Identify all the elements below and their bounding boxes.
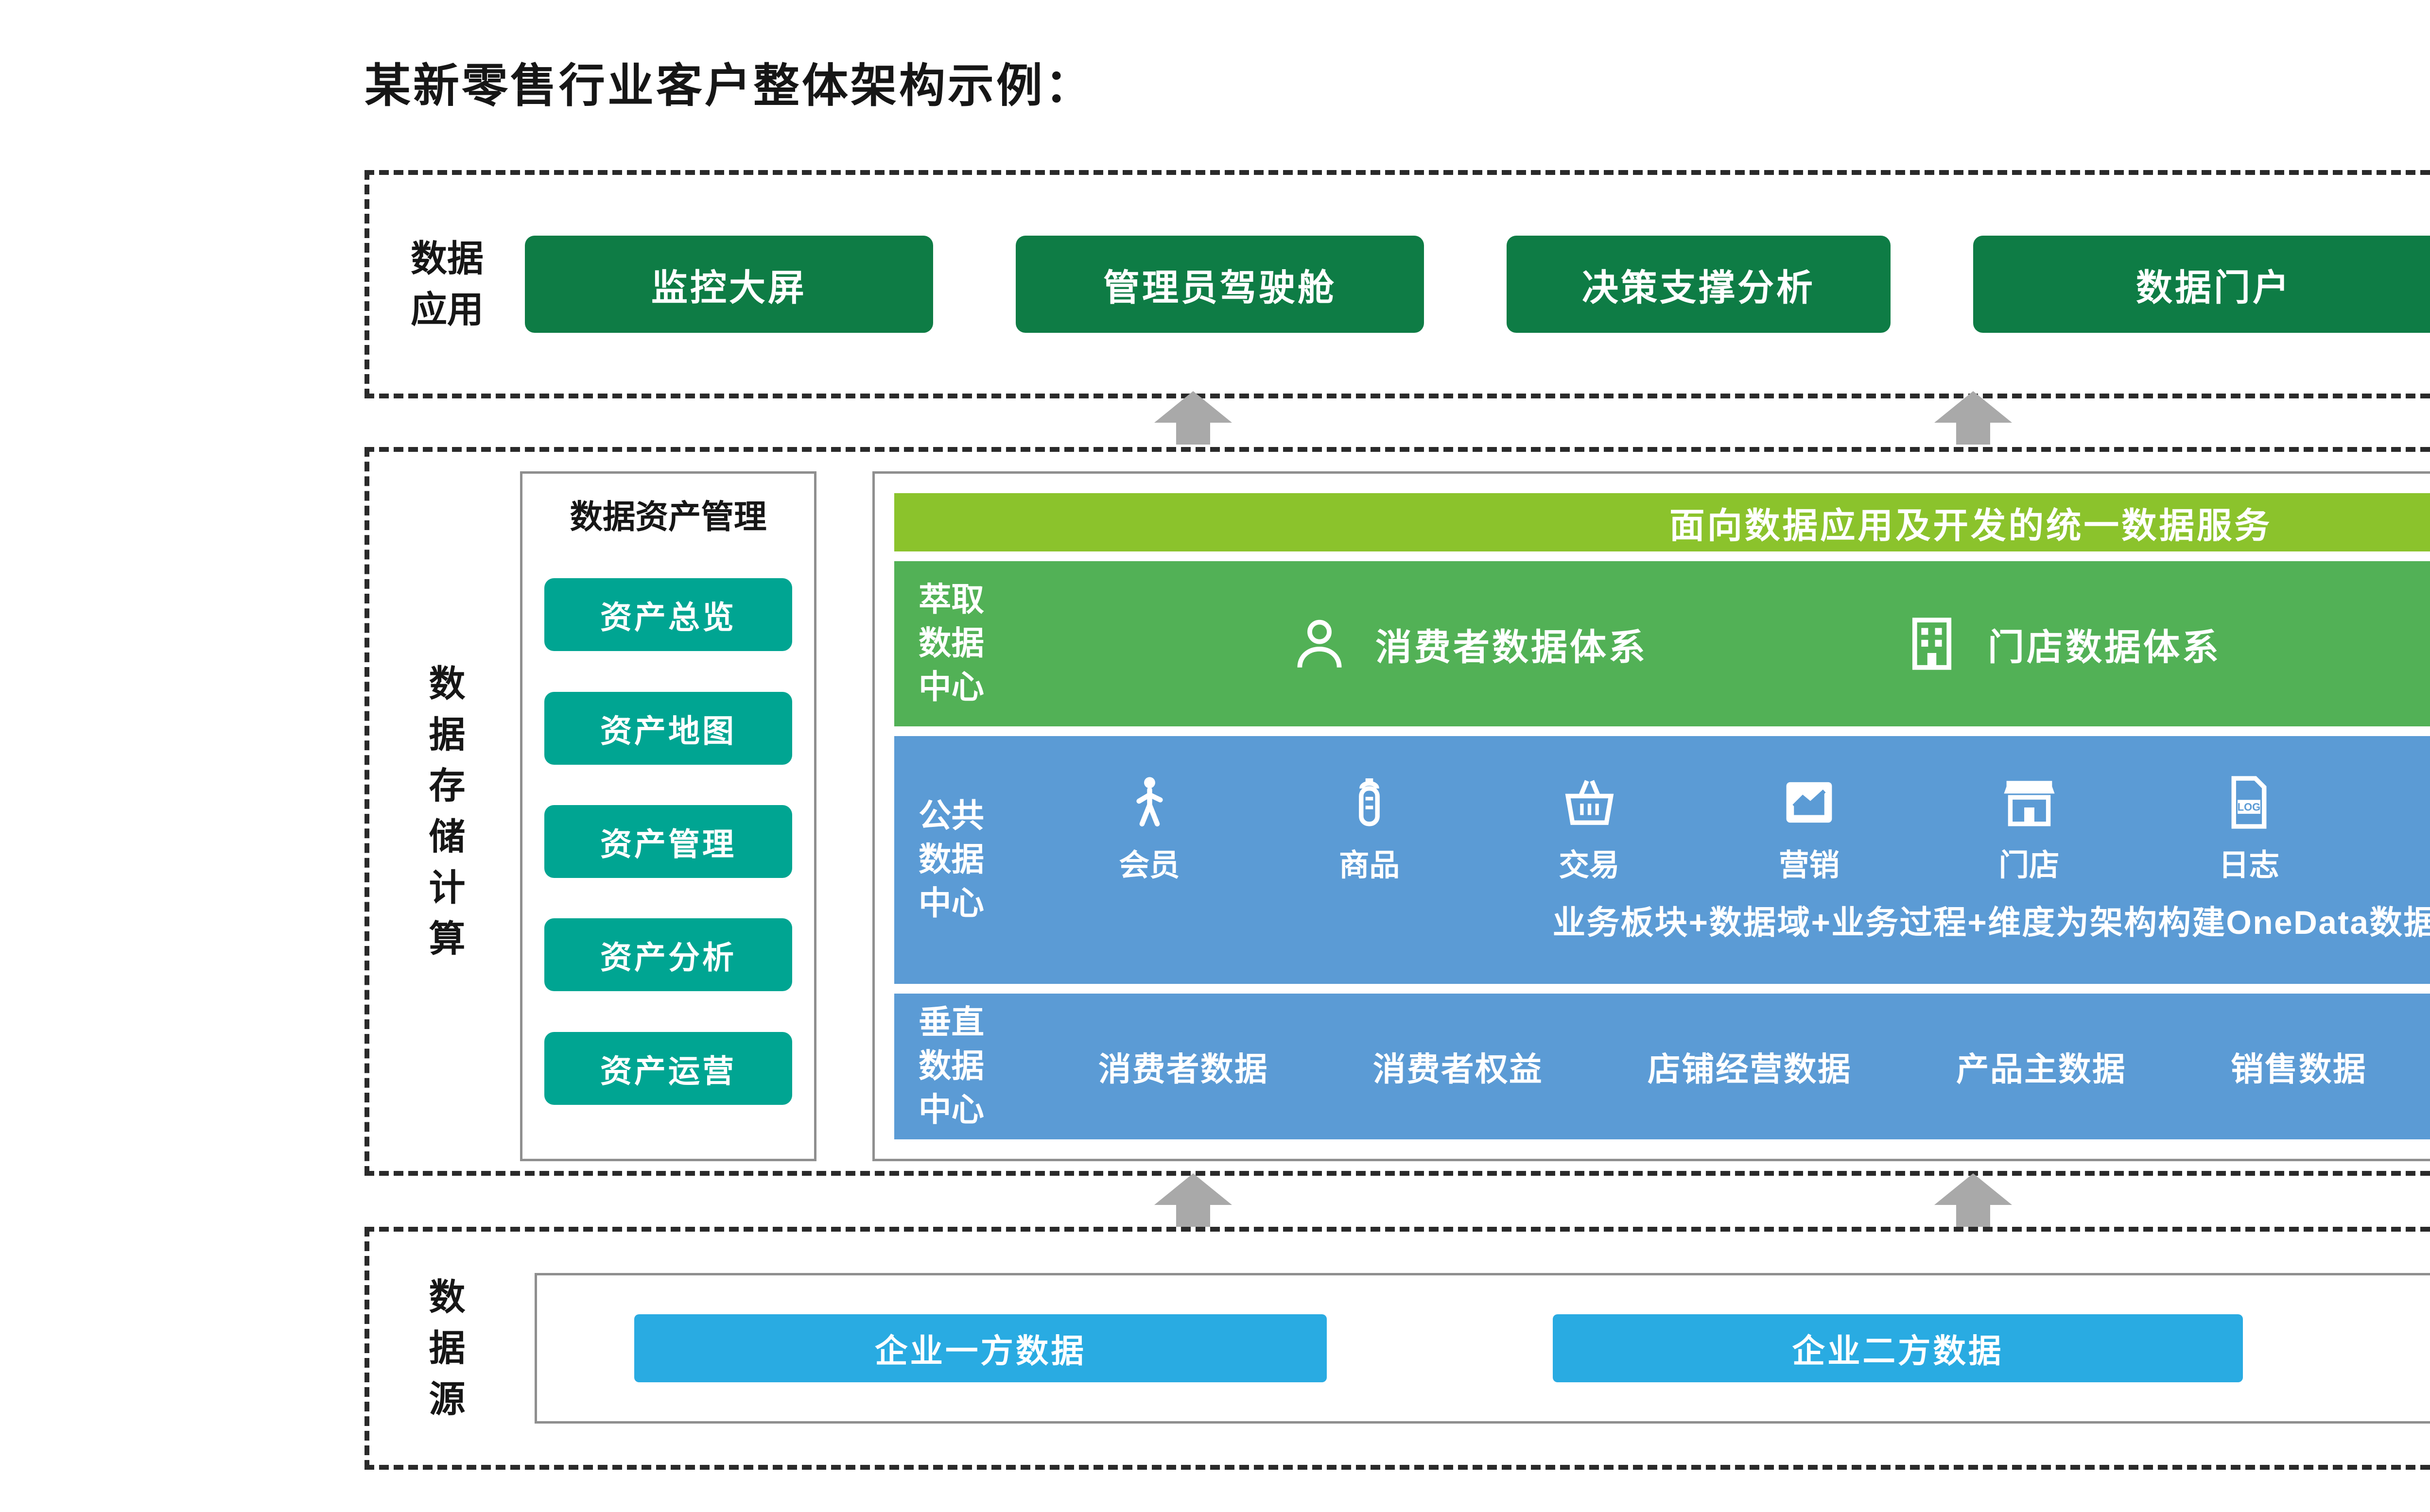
extract-center-label: 萃取 数据 中心 <box>919 582 985 705</box>
consumer-data-system: 消费者数据体系 <box>1288 612 1648 675</box>
layer-label-line: 数据 <box>410 238 484 279</box>
page-title: 某新零售行业客户整体架构示例： <box>364 60 1094 112</box>
app-button-data-portal: 数据门户 <box>1973 236 2430 333</box>
store-data-system: 门店数据体系 <box>1900 612 2221 675</box>
person-icon <box>1288 612 1351 675</box>
asset-operation-button: 资产运营 <box>544 1031 792 1105</box>
layer-label-data-storage-compute: 数 据 存 储 计 算 <box>389 658 505 964</box>
system-label: 消费者数据体系 <box>1375 626 1648 668</box>
onedata-caption: 业务板块+数据域+业务过程+维度为架构构建OneData数据体系 <box>1552 904 2430 941</box>
layer-label-char: 数 <box>429 1276 466 1318</box>
asset-panel-title: 数据资产管理 <box>570 499 767 535</box>
domain-label: 交易 <box>1559 848 1620 882</box>
domain-marketing: 营销 <box>1729 772 1890 884</box>
up-arrow-icon <box>1934 1173 2012 1227</box>
asset-map-button: 资产地图 <box>544 691 792 765</box>
layer-label-char: 据 <box>429 1327 466 1369</box>
layer-label-char: 计 <box>429 867 466 908</box>
app-button-monitoring-screen: 监控大屏 <box>525 236 933 333</box>
layer-label-char: 数 <box>429 663 466 704</box>
vertical-item-consumer-rights: 消费者权益 <box>1372 1051 1543 1088</box>
svg-text:LOG: LOG <box>2238 801 2260 813</box>
domain-log: LOG 日志 <box>2169 772 2329 884</box>
domain-label: 营销 <box>1779 848 1840 882</box>
asset-panel-body: 资产总览 资产地图 资产管理 资产分析 资产运营 <box>522 538 814 1155</box>
storefront-icon <box>1999 772 2060 833</box>
app-button-admin-cockpit: 管理员驾驶舱 <box>1016 236 1424 333</box>
app-buttons-row: 监控大屏 管理员驾驶舱 决策支撑分析 数据门户 精准营销 ...... <box>525 236 2430 333</box>
data-source-panel: 企业一方数据 企业二方数据 第三方数据 <box>535 1273 2430 1424</box>
layer-label-data-source: 数 据 源 <box>389 1272 505 1425</box>
unified-data-service-bar: 面向数据应用及开发的统一数据服务 <box>894 493 2430 551</box>
public-center-label: 公共 数据 中心 <box>919 798 985 922</box>
asset-analysis-button: 资产分析 <box>544 918 792 992</box>
vertical-data-center: 垂直 数据 中心 消费者数据 消费者权益 店铺经营数据 产品主数据 销售数据 线… <box>894 994 2430 1139</box>
vertical-item-store-operation-data: 店铺经营数据 <box>1647 1051 1852 1088</box>
extract-systems-row: 消费者数据体系 门店数据体系 商品数据体系 <box>1035 561 2430 726</box>
asset-management-button: 资产管理 <box>544 805 792 878</box>
layer-label-char: 储 <box>429 816 466 857</box>
data-storage-compute-layer: 数 据 存 储 计 算 数据资产管理 资产总览 资产地图 资产管理 资产分析 资… <box>364 447 2430 1176</box>
domain-label: 门店 <box>1998 848 2060 882</box>
layer-label-char: 据 <box>429 714 466 755</box>
bottle-icon <box>1339 772 1400 833</box>
up-arrow-icon <box>1154 391 1232 445</box>
vertical-items-row: 消费者数据 消费者权益 店铺经营数据 产品主数据 销售数据 线上商城数据 营销活… <box>1035 994 2430 1139</box>
domain-goods: 商品 <box>1289 772 1450 884</box>
vertical-item-consumer-data: 消费者数据 <box>1098 1051 1269 1088</box>
domain-label: 日志 <box>2219 848 2279 882</box>
vertical-center-label: 垂直 数据 中心 <box>919 1004 985 1128</box>
basket-icon <box>1559 772 1620 833</box>
public-data-center: 公共 数据 中心 会员 <box>894 736 2430 984</box>
layer-label-line: 应用 <box>410 289 484 330</box>
second-party-data-button: 企业二方数据 <box>1553 1314 2243 1382</box>
extract-data-center: 萃取 数据 中心 消费者数据体系 门店数据体系 <box>894 561 2430 726</box>
chart-icon <box>1779 772 1840 833</box>
data-source-layer: 数 据 源 企业一方数据 企业二方数据 第三方数据 <box>364 1227 2430 1470</box>
onedata-center-panel: 面向数据应用及开发的统一数据服务 萃取 数据 中心 消费者数据体系 <box>872 471 2430 1161</box>
up-arrow-icon <box>1934 391 2012 445</box>
data-application-layer: 数据 应用 监控大屏 管理员驾驶舱 决策支撑分析 数据门户 精准营销 .....… <box>364 170 2430 398</box>
layer-label-char: 算 <box>429 918 466 959</box>
domain-member: 会员 <box>1069 772 1230 884</box>
vertical-item-product-master-data: 产品主数据 <box>1956 1051 2126 1088</box>
asset-overview-button: 资产总览 <box>544 578 792 652</box>
vertical-item-sales-data: 销售数据 <box>2230 1051 2367 1088</box>
app-button-decision-analysis: 决策支撑分析 <box>1507 236 1891 333</box>
log-file-icon: LOG <box>2219 772 2279 833</box>
layer-label-char: 源 <box>429 1378 466 1420</box>
public-center-body: 会员 商品 交易 <box>1035 736 2430 984</box>
building-icon <box>1900 612 1963 675</box>
layer-label-char: 存 <box>429 765 466 806</box>
data-domains-row: 会员 商品 交易 <box>1035 772 2430 884</box>
layer-label-data-application: 数据 应用 <box>389 233 505 335</box>
domain-public: 公共 <box>2389 772 2430 884</box>
system-label: 门店数据体系 <box>1987 626 2221 668</box>
first-party-data-button: 企业一方数据 <box>634 1314 1327 1382</box>
domain-store: 门店 <box>1949 772 2109 884</box>
domain-label: 会员 <box>1119 848 1180 882</box>
member-icon <box>1119 772 1180 833</box>
domain-transaction: 交易 <box>1509 772 1669 884</box>
data-asset-management-panel: 数据资产管理 资产总览 资产地图 资产管理 资产分析 资产运营 <box>520 471 816 1161</box>
domain-label: 商品 <box>1339 848 1400 882</box>
up-arrow-icon <box>1154 1173 1232 1227</box>
